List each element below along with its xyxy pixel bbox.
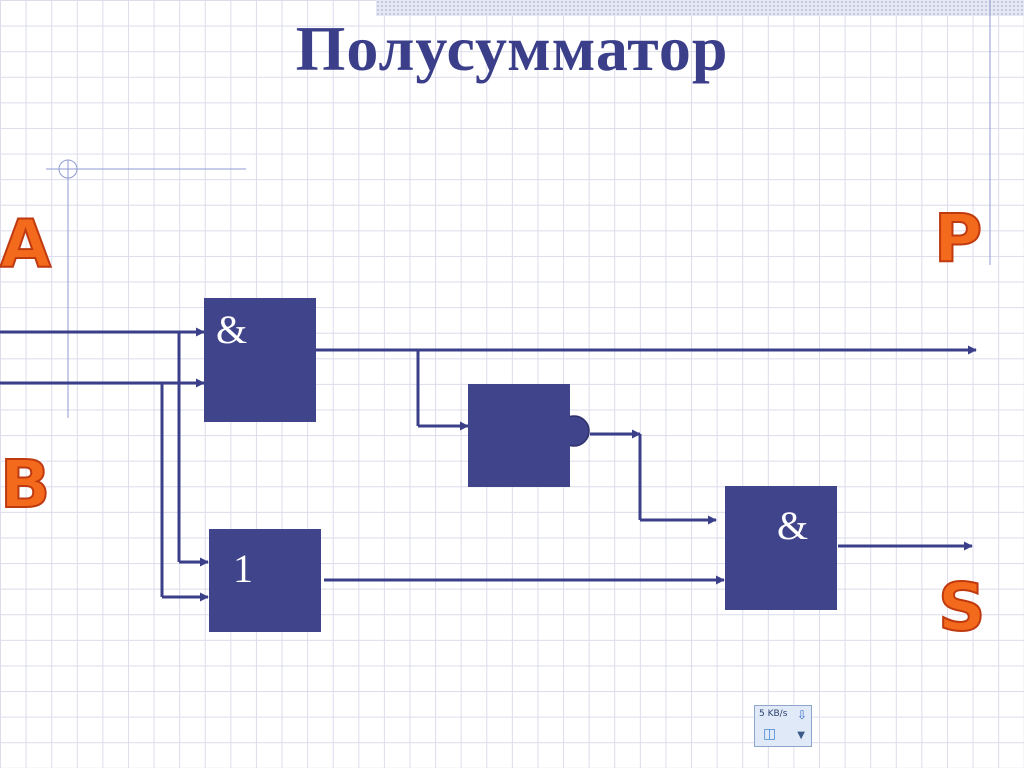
output-p-label: P [933,200,983,277]
speed-rate: 5 KB/s [759,709,788,719]
and-gate-1: & [204,298,316,422]
or-gate-label: 1 [233,546,253,591]
network-icon: ◫ [763,726,777,742]
and-gate-2-label: & [777,503,809,548]
header-band [376,0,1024,16]
slide-title: Полусумматор [295,13,729,84]
and-gate-2: & [725,486,837,610]
download-arrow-icon: ⇩ [796,708,807,722]
guide-crosshair [46,0,991,418]
output-s-label: S [937,569,987,646]
network-speed-widget[interactable]: 5 KB/s ⇩ ◫ ▼ [754,705,812,747]
dropdown-arrow-icon[interactable]: ▼ [797,730,805,741]
input-a-label: A [0,206,52,283]
not-gate [468,384,570,487]
and-gate-1-label: & [216,307,248,352]
input-b-label: B [0,446,51,523]
or-gate: 1 [209,529,321,632]
